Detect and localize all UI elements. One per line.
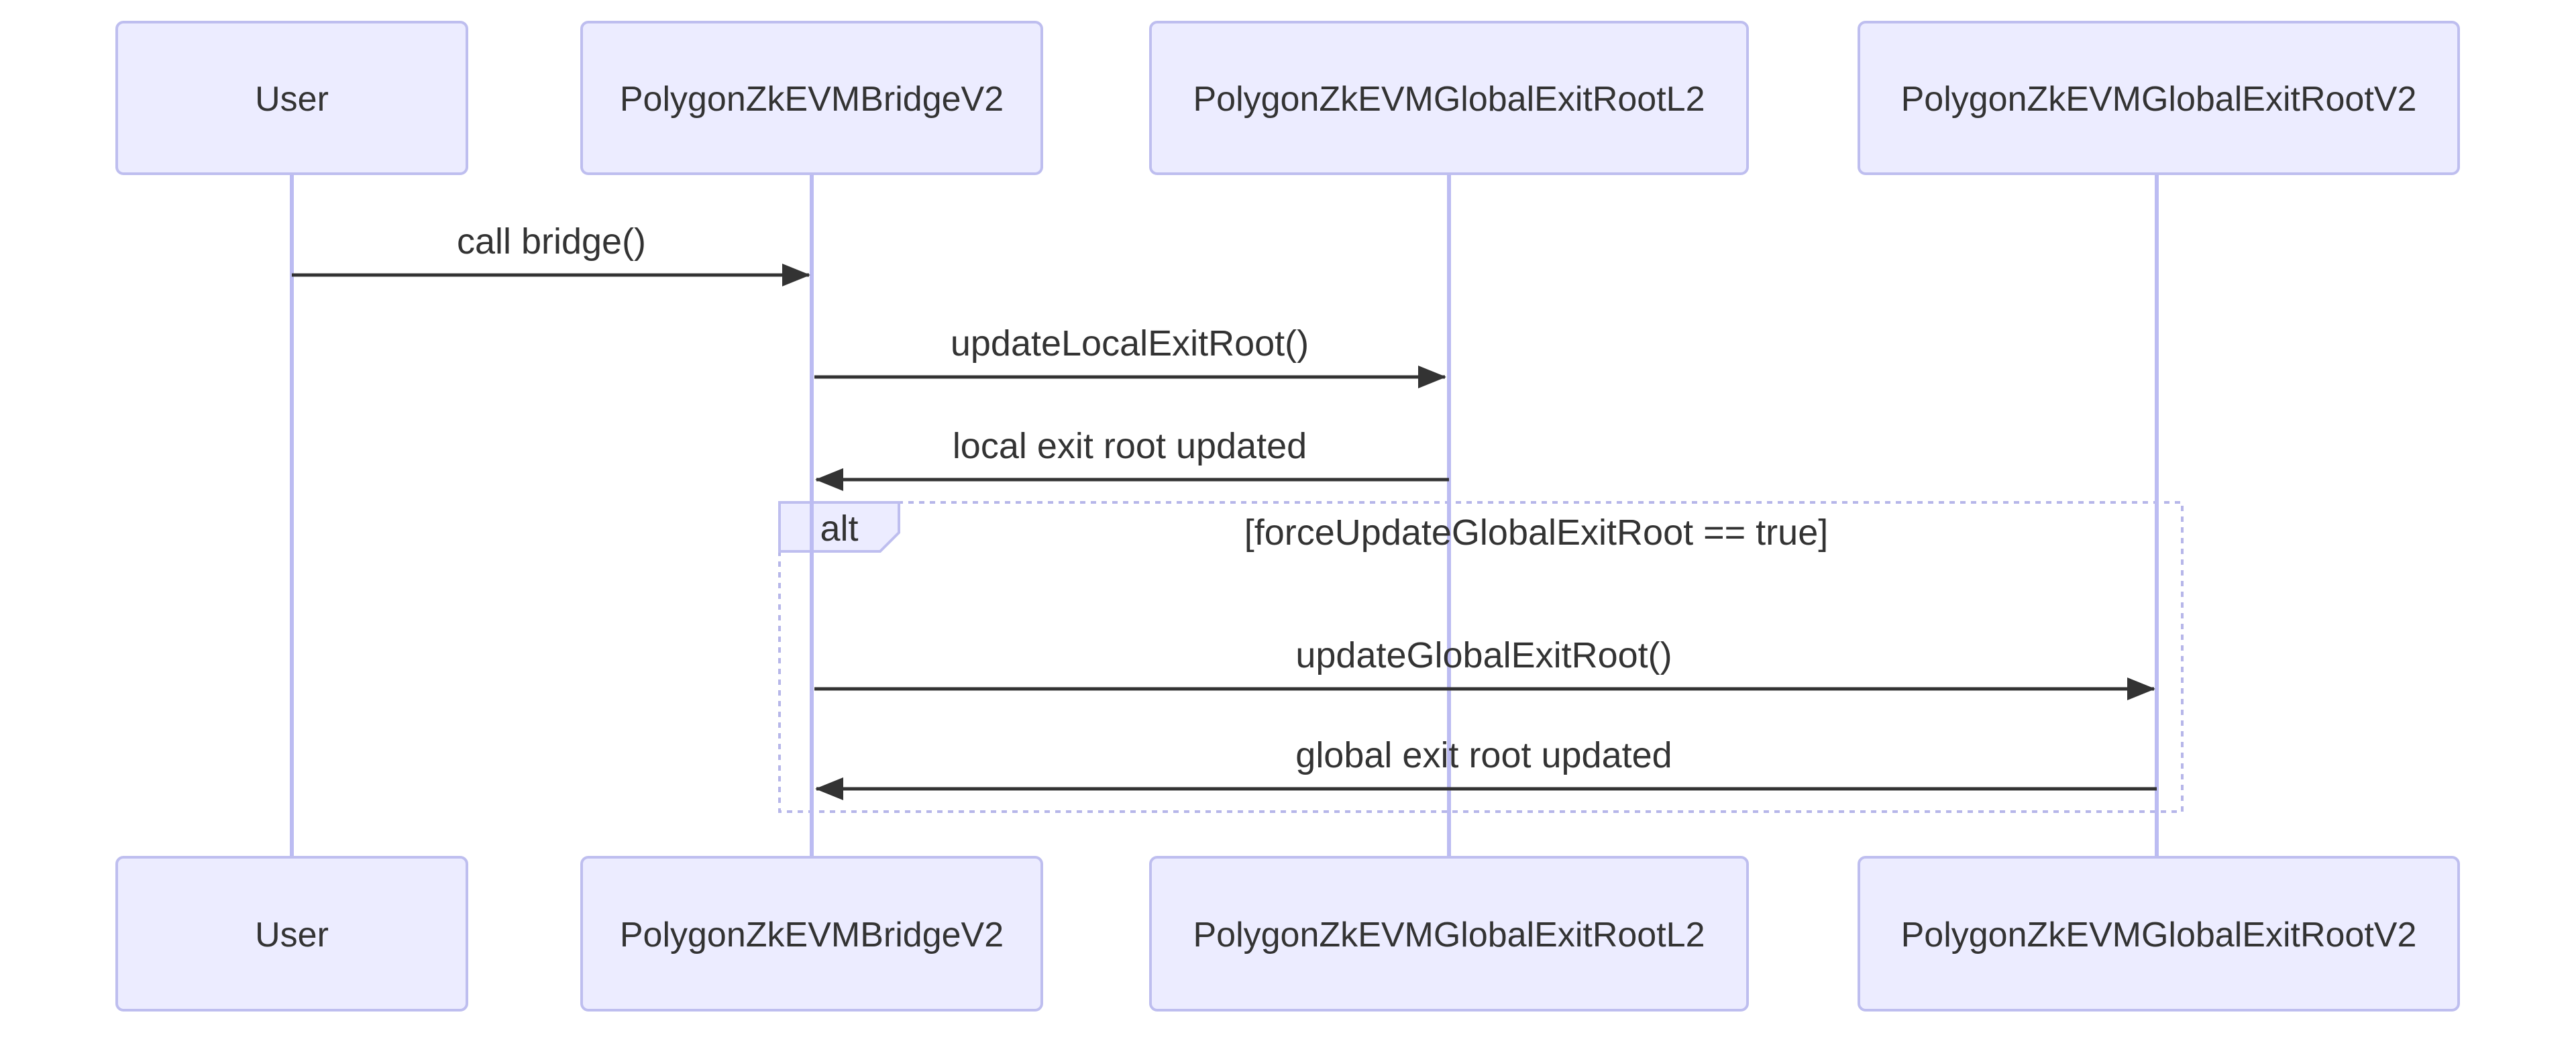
- actor-box: [1149, 21, 1749, 175]
- actor-bottom-polygonzkevmglobalexitrootv2: PolygonZkEVMGlobalExitRootV2: [1858, 856, 2460, 1012]
- actor-top-polygonzkevmglobalexitrootl2: PolygonZkEVMGlobalExitRootL2: [1149, 21, 1749, 175]
- actor-box: [1149, 856, 1749, 1012]
- actor-label: PolygonZkEVMGlobalExitRootL2: [1193, 916, 1705, 954]
- actor-bottom-polygonzkevmglobalexitrootl2: PolygonZkEVMGlobalExitRootL2: [1149, 856, 1749, 1012]
- actor-box: [580, 856, 1043, 1012]
- actor-label: PolygonZkEVMGlobalExitRootV2: [1901, 916, 2417, 954]
- actor-label: User: [255, 916, 329, 954]
- actor-box: [1858, 21, 2460, 175]
- message-call-bridge: call bridge(): [292, 221, 810, 286]
- actor-top-polygonzkevmglobalexitrootv2: PolygonZkEVMGlobalExitRootV2: [1858, 21, 2460, 175]
- actor-box: [115, 21, 468, 175]
- actor-box: [580, 21, 1043, 175]
- actor-label: PolygonZkEVMBridgeV2: [620, 80, 1004, 119]
- alt-label: alt: [820, 508, 858, 549]
- actors-bottom: User PolygonZkEVMBridgeV2 PolygonZkEVMGl…: [115, 856, 2460, 1012]
- message-label: updateGlobalExitRoot(): [1295, 635, 1672, 675]
- actor-bottom-user: User: [115, 856, 468, 1012]
- message-local-exit-root-updated: local exit root updated: [815, 426, 1449, 491]
- message-global-exit-root-updated: global exit root updated: [815, 735, 2157, 800]
- message-update-global-exit-root: updateGlobalExitRoot(): [814, 635, 2155, 700]
- lifelines: [290, 174, 2159, 859]
- actor-label: PolygonZkEVMBridgeV2: [620, 916, 1004, 954]
- actor-top-polygonzkevmbridgev2: PolygonZkEVMBridgeV2: [580, 21, 1043, 175]
- messages: call bridge() updateLocalExitRoot() loca…: [292, 221, 2157, 800]
- message-label: global exit root updated: [1295, 735, 1672, 775]
- message-label: updateLocalExitRoot(): [951, 323, 1309, 364]
- actor-box: [1858, 856, 2460, 1012]
- actor-label: PolygonZkEVMGlobalExitRootV2: [1901, 80, 2417, 119]
- alt-block: [778, 501, 2184, 813]
- alt-label-tab: [778, 501, 900, 553]
- message-label: call bridge(): [457, 221, 646, 262]
- actor-top-user: User: [115, 21, 468, 175]
- message-label: local exit root updated: [953, 426, 1307, 466]
- actor-label: PolygonZkEVMGlobalExitRootL2: [1193, 80, 1705, 119]
- actor-bottom-polygonzkevmbridgev2: PolygonZkEVMBridgeV2: [580, 856, 1043, 1012]
- message-update-local-exit-root: updateLocalExitRoot(): [814, 323, 1446, 388]
- actor-box: [115, 856, 468, 1012]
- actor-label: User: [255, 80, 329, 119]
- actors-top: User PolygonZkEVMBridgeV2 PolygonZkEVMGl…: [115, 21, 2460, 175]
- alt-condition: [forceUpdateGlobalExitRoot == true]: [1244, 512, 1829, 553]
- alt-frame: [778, 501, 2184, 813]
- alt-block-texts: alt [forceUpdateGlobalExitRoot == true]: [820, 508, 1828, 553]
